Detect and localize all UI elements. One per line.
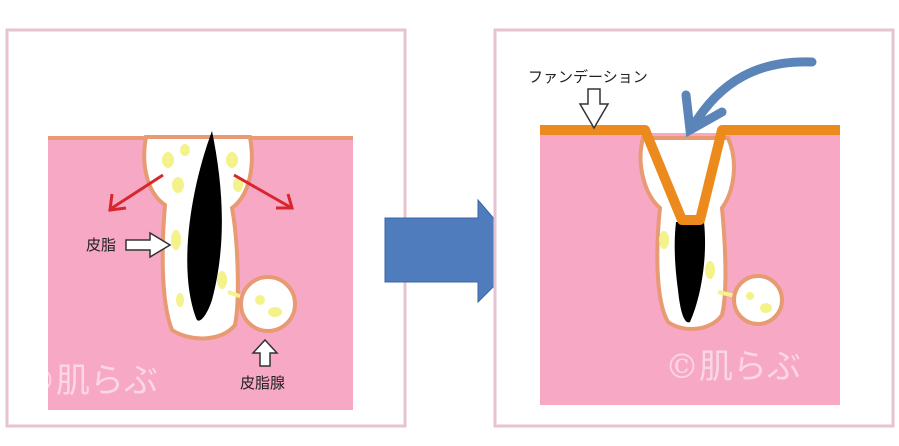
blue-curved-arrow-icon (681, 57, 817, 138)
foundation-layer (540, 125, 840, 225)
sebaceous-gland (239, 275, 297, 333)
sebaceous-gland-right (732, 274, 784, 326)
sebum-label: 皮脂 (86, 236, 116, 254)
watermark-right: ©肌らぶ (665, 347, 801, 387)
sebum-arrow-icon (125, 231, 172, 259)
foundation-label: ファンデーション (528, 68, 648, 86)
hair (187, 131, 222, 321)
gland-label: 皮脂腺 (240, 374, 285, 392)
foundation-arrow-icon (578, 88, 610, 130)
red-arrow-right (233, 173, 294, 210)
gland-arrow-icon (251, 338, 279, 367)
hair-right (674, 222, 706, 323)
sebum-dots (162, 144, 243, 307)
red-arrow-left (108, 173, 164, 212)
watermark: ©肌らぶ (22, 361, 158, 401)
